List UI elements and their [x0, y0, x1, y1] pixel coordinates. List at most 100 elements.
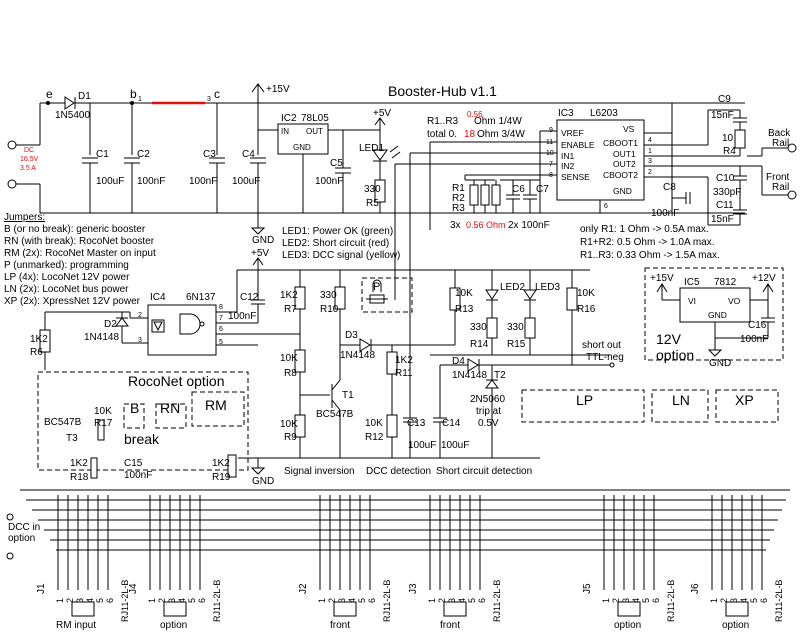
svg-text:XP: XP [735, 392, 754, 408]
svg-text:LP: LP [576, 392, 593, 408]
pin-number: 5 [749, 598, 759, 603]
connector-id: J6 [690, 583, 701, 594]
svg-text:R12: R12 [365, 432, 384, 443]
svg-text:R1..R3: R1..R3 [427, 116, 459, 127]
svg-text:Rail: Rail [772, 138, 789, 149]
resistor-r11: 1K2 R11 [386, 345, 413, 415]
svg-text:1K2: 1K2 [395, 355, 413, 366]
svg-text:100nF: 100nF [137, 176, 165, 187]
svg-text:6: 6 [219, 326, 223, 333]
svg-text:C6: C6 [512, 184, 525, 195]
front-rail-terminal [787, 190, 797, 200]
svg-text:1K2: 1K2 [30, 334, 48, 345]
connector-id: J3 [408, 583, 419, 594]
svg-text:LED1: LED1 [359, 143, 384, 154]
cap-c3: C3 100nF [189, 103, 225, 213]
svg-text:R9: R9 [284, 432, 297, 443]
rj11-jack-icon [163, 601, 187, 617]
svg-text:0.56 Ohm: 0.56 Ohm [466, 220, 506, 230]
connector-bus-lines [20, 489, 790, 551]
svg-text:100nF: 100nF [315, 176, 343, 187]
pin-number: 2 [327, 598, 337, 603]
pin-number: 5 [187, 598, 197, 603]
svg-text:IC3: IC3 [558, 108, 574, 119]
v5-symbol-top: +5V [373, 108, 391, 130]
svg-text:3: 3 [648, 158, 652, 165]
svg-text:5: 5 [219, 339, 223, 346]
svg-text:330pF: 330pF [713, 187, 741, 198]
svg-text:Ohm 3/4W: Ohm 3/4W [477, 129, 525, 140]
svg-text:ENABLE: ENABLE [561, 140, 595, 150]
node-e: e [46, 87, 53, 101]
jumper-ln[interactable] [651, 389, 709, 423]
svg-text:Jumpers:: Jumpers: [4, 212, 45, 223]
svg-text:R1..R3: 0.33 Ohm -> 1.5A max.: R1..R3: 0.33 Ohm -> 1.5A max. [580, 250, 720, 261]
cap-c2: C2 100nF [124, 103, 165, 213]
svg-text:IN2: IN2 [561, 161, 575, 171]
pin-number: 5 [95, 598, 105, 603]
pin-number: 1 [601, 598, 611, 603]
svg-text:R8: R8 [284, 368, 297, 379]
jumper-lp[interactable] [521, 389, 645, 423]
svg-text:CBOOT2: CBOOT2 [603, 170, 638, 180]
resistor-r7: 1K2 R7 [280, 270, 306, 350]
jumper-rm[interactable] [191, 391, 245, 427]
svg-text:+12V: +12V [752, 273, 776, 284]
pin-number: 6 [651, 598, 661, 603]
diode-d4: D4 1N4148 [452, 356, 487, 381]
jumper-rn[interactable] [155, 403, 187, 429]
jumper-p[interactable]: P [361, 277, 413, 313]
transistor-t1: T1 BC547B [300, 379, 354, 458]
svg-text:C8: C8 [663, 182, 676, 193]
connector-type: RJ11-2L-B [774, 580, 784, 622]
svg-text:IC2: IC2 [281, 113, 297, 124]
v12-option: +15V +12V IC5 7812 VI VO GND GND C16 100… [644, 267, 784, 369]
svg-text:RocoNet option: RocoNet option [128, 373, 225, 389]
svg-text:LED2: Short circuit (red): LED2: Short circuit (red) [282, 238, 389, 249]
connector-label: option [160, 620, 187, 631]
svg-text:0.5V: 0.5V [478, 418, 499, 429]
pin-number: 3 [621, 598, 631, 603]
svg-text:SENSE: SENSE [561, 172, 590, 182]
svg-text:0.56: 0.56 [467, 110, 483, 119]
dc-label: DC [24, 147, 34, 154]
svg-text:GND: GND [252, 476, 274, 487]
pin-number: 3 [447, 598, 457, 603]
svg-text:IN1: IN1 [561, 151, 575, 161]
svg-text:10K: 10K [94, 406, 112, 417]
pin-number: 5 [357, 598, 367, 603]
jumper-b[interactable] [123, 403, 145, 429]
resistor-r12: 10K R12 [365, 414, 398, 458]
svg-text:C2: C2 [137, 149, 150, 160]
svg-text:6: 6 [604, 203, 608, 210]
svg-text:total 0.: total 0. [427, 129, 457, 140]
jumper-xp[interactable] [715, 389, 779, 423]
svg-text:C14: C14 [442, 418, 461, 429]
svg-text:TTL-neg: TTL-neg [586, 352, 624, 363]
roconet-option: RocoNet option B RN RM break 10K R17 BC5… [37, 371, 249, 483]
svg-text:VREF: VREF [561, 128, 584, 138]
led3: LED3 330 R15 [507, 270, 560, 355]
svg-text:330: 330 [364, 184, 381, 195]
svg-text:100nF: 100nF [651, 208, 679, 219]
svg-text:IC4: IC4 [150, 292, 166, 303]
svg-text:Rail: Rail [772, 182, 789, 193]
svg-text:+15V: +15V [266, 84, 290, 95]
svg-text:GND: GND [708, 310, 727, 320]
svg-text:R13: R13 [455, 304, 474, 315]
resistor-r10: 330 R10 [320, 270, 346, 380]
gnd-symbol-2: GND [250, 458, 274, 487]
svg-text:R4: R4 [723, 146, 736, 157]
svg-text:XP (2x): XpressNet 12V power: XP (2x): XpressNet 12V power [4, 296, 141, 307]
svg-text:RM (2x): RocoNet Master on inp: RM (2x): RocoNet Master on input [4, 248, 156, 259]
node-c: c [214, 87, 220, 101]
svg-text:R1+R2: 0.5 Ohm -> 1.0A max.: R1+R2: 0.5 Ohm -> 1.0A max. [580, 237, 715, 248]
svg-text:100uF: 100uF [232, 176, 260, 187]
svg-text:3: 3 [138, 337, 142, 344]
back-rail-terminal [787, 143, 797, 153]
svg-text:+5V: +5V [251, 248, 269, 259]
